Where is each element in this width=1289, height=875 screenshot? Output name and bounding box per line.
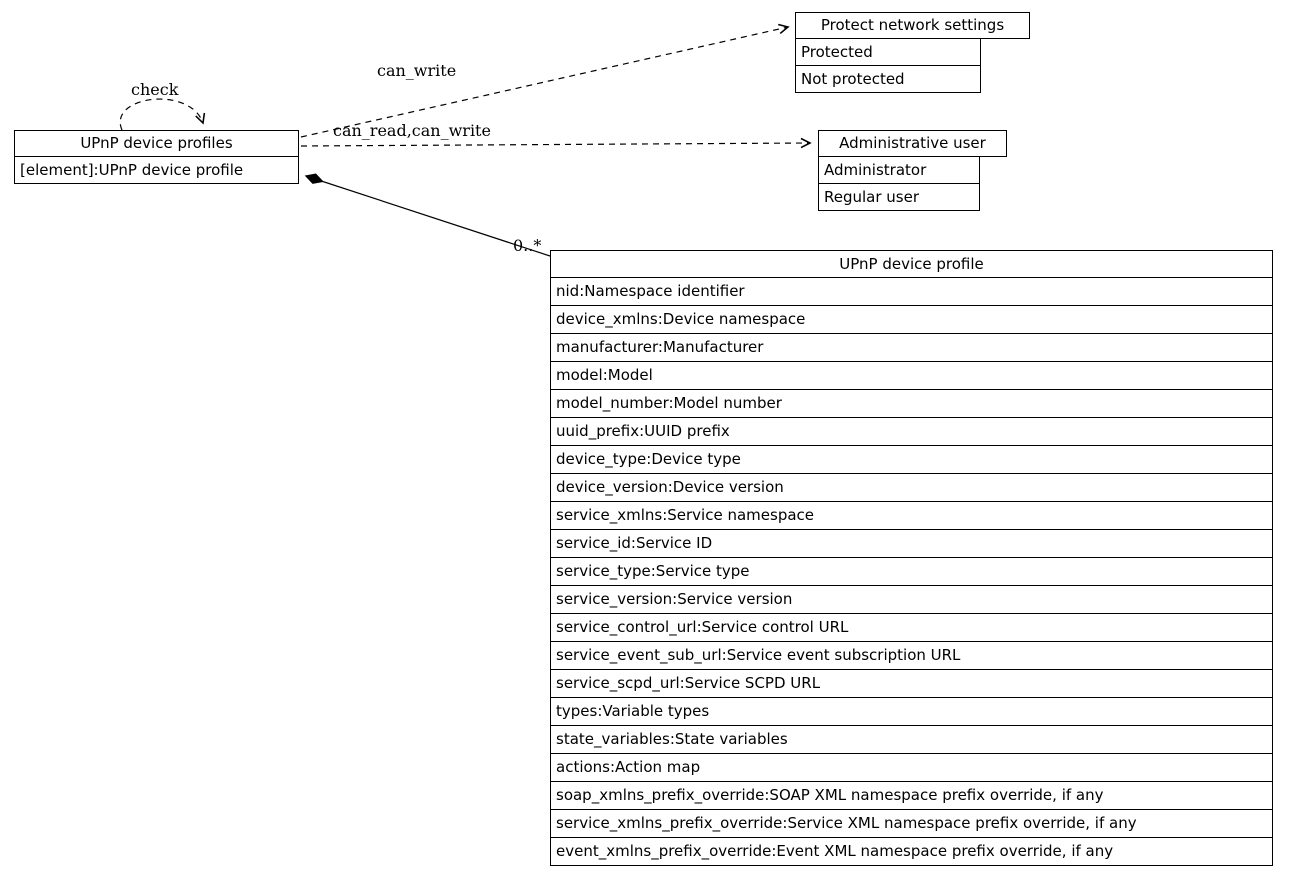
enum-value-row: Regular user <box>818 183 980 211</box>
check-self-loop-edge <box>119 98 206 131</box>
attribute-row: service_id:Service ID <box>550 529 1273 558</box>
attribute-row: service_type:Service type <box>550 557 1273 586</box>
attribute-row: soap_xmlns_prefix_override:SOAP XML name… <box>550 781 1273 810</box>
node-title-administrative-user: Administrative user <box>818 130 1007 157</box>
attribute-row: service_control_url:Service control URL <box>550 613 1273 642</box>
attribute-row: types:Variable types <box>550 697 1273 726</box>
attribute-row: actions:Action map <box>550 753 1273 782</box>
aggregation-edge <box>306 176 551 257</box>
node-upnp-device-profile: UPnP device profile nid:Namespace identi… <box>550 250 1273 866</box>
attribute-row: service_event_sub_url:Service event subs… <box>550 641 1273 670</box>
attribute-row: state_variables:State variables <box>550 725 1273 754</box>
can-read-write-edge <box>300 137 812 149</box>
node-title-upnp-device-profiles: UPnP device profiles <box>14 130 299 157</box>
attribute-row: uuid_prefix:UUID prefix <box>550 417 1273 446</box>
attribute-row: service_scpd_url:Service SCPD URL <box>550 669 1273 698</box>
attribute-row: manufacturer:Manufacturer <box>550 333 1273 362</box>
enum-value-row: Not protected <box>795 65 981 93</box>
attribute-row: service_xmlns_prefix_override:Service XM… <box>550 809 1273 838</box>
attribute-row: service_version:Service version <box>550 585 1273 614</box>
multiplicity-label: 0..* <box>513 236 542 255</box>
attribute-row: device_type:Device type <box>550 445 1273 474</box>
attribute-row: model_number:Model number <box>550 389 1273 418</box>
attribute-row: nid:Namespace identifier <box>550 277 1273 306</box>
attribute-row: device_xmlns:Device namespace <box>550 305 1273 334</box>
node-title-upnp-device-profile: UPnP device profile <box>550 250 1273 278</box>
edge-label-can-write: can_write <box>377 61 457 80</box>
attribute-row: device_version:Device version <box>550 473 1273 502</box>
node-rows-upnp-device-profiles: [element]:UPnP device profile <box>14 156 299 184</box>
attribute-row: [element]:UPnP device profile <box>14 156 299 184</box>
attribute-row: event_xmlns_prefix_override:Event XML na… <box>550 837 1273 866</box>
attribute-row: service_xmlns:Service namespace <box>550 501 1273 530</box>
attribute-row: model:Model <box>550 361 1273 390</box>
node-title-protect-network-settings: Protect network settings <box>795 12 1030 39</box>
node-upnp-device-profiles: UPnP device profiles [element]:UPnP devi… <box>14 130 299 184</box>
edge-label-can-read-can-write: can_read,can_write <box>333 121 491 140</box>
enum-value-row: Administrator <box>818 156 980 184</box>
edge-label-check: check <box>131 80 179 99</box>
enum-value-row: Protected <box>795 38 981 66</box>
